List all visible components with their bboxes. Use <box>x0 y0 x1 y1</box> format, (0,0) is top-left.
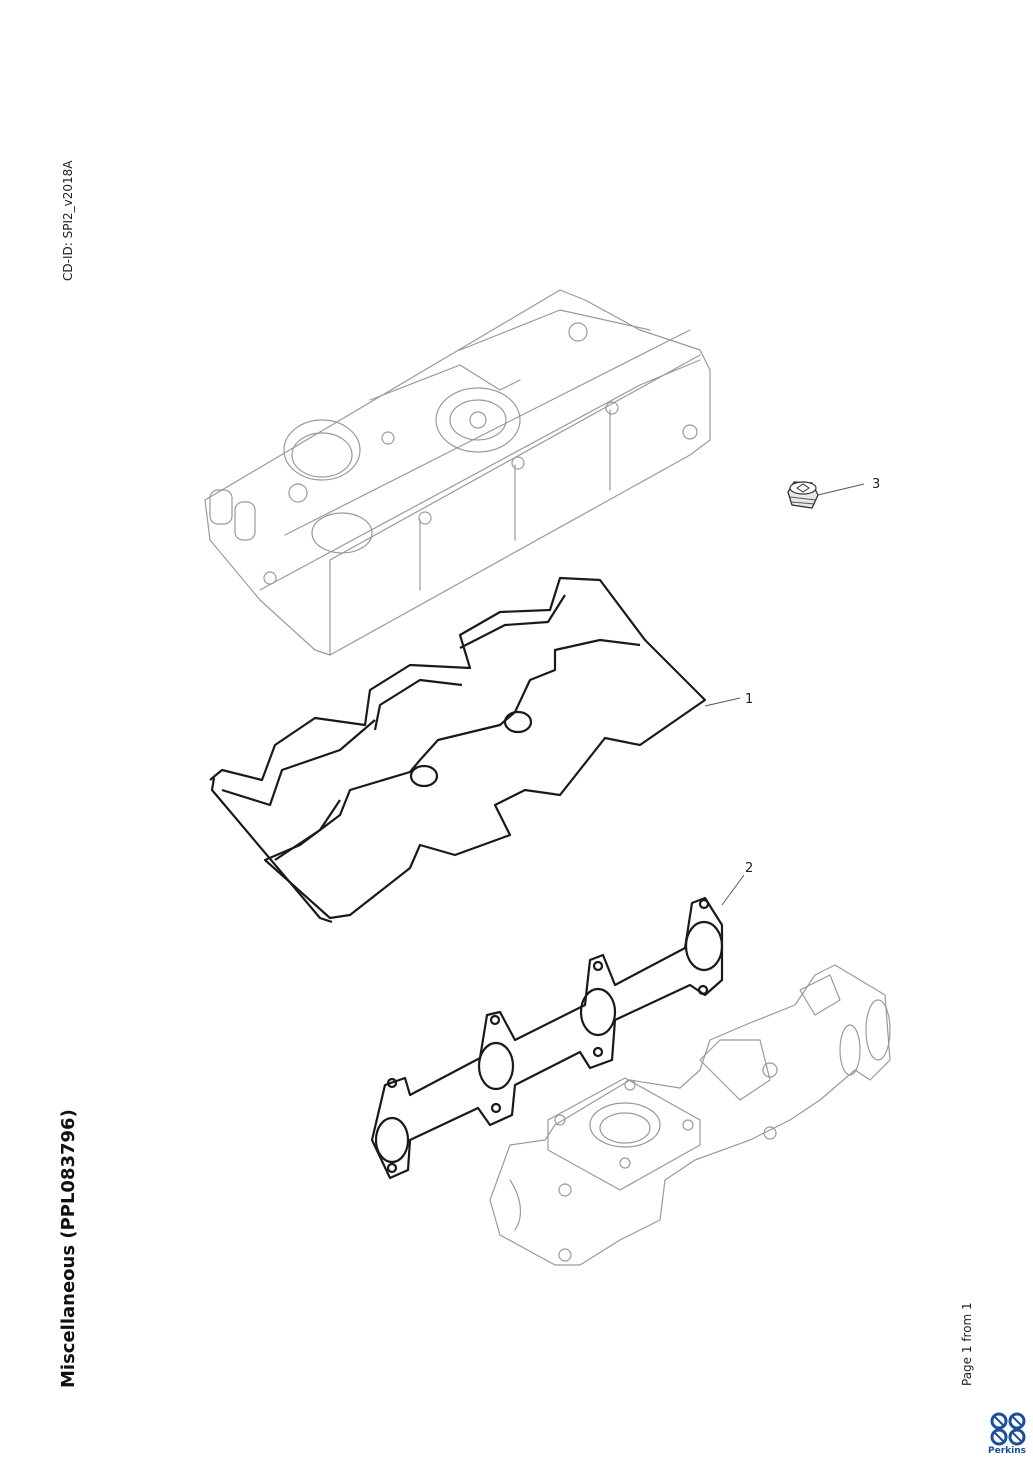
rocker-cover-illustration <box>204 289 711 656</box>
rocker-cover-gasket <box>209 576 707 924</box>
exhaust-manifold-gasket <box>370 896 724 1180</box>
plug-part <box>787 481 819 509</box>
callout-2: 2 <box>721 861 753 906</box>
callout-label-1: 1 <box>745 692 753 707</box>
perkins-logo-icon <box>990 1412 1026 1446</box>
callout-label-2: 2 <box>745 861 753 876</box>
callout-1: 1 <box>704 692 753 707</box>
brand-name: Perkins <box>988 1446 1026 1456</box>
exhaust-manifold-illustration <box>489 964 891 1266</box>
callout-3: 3 <box>817 477 880 496</box>
callout-label-3: 3 <box>872 477 880 492</box>
